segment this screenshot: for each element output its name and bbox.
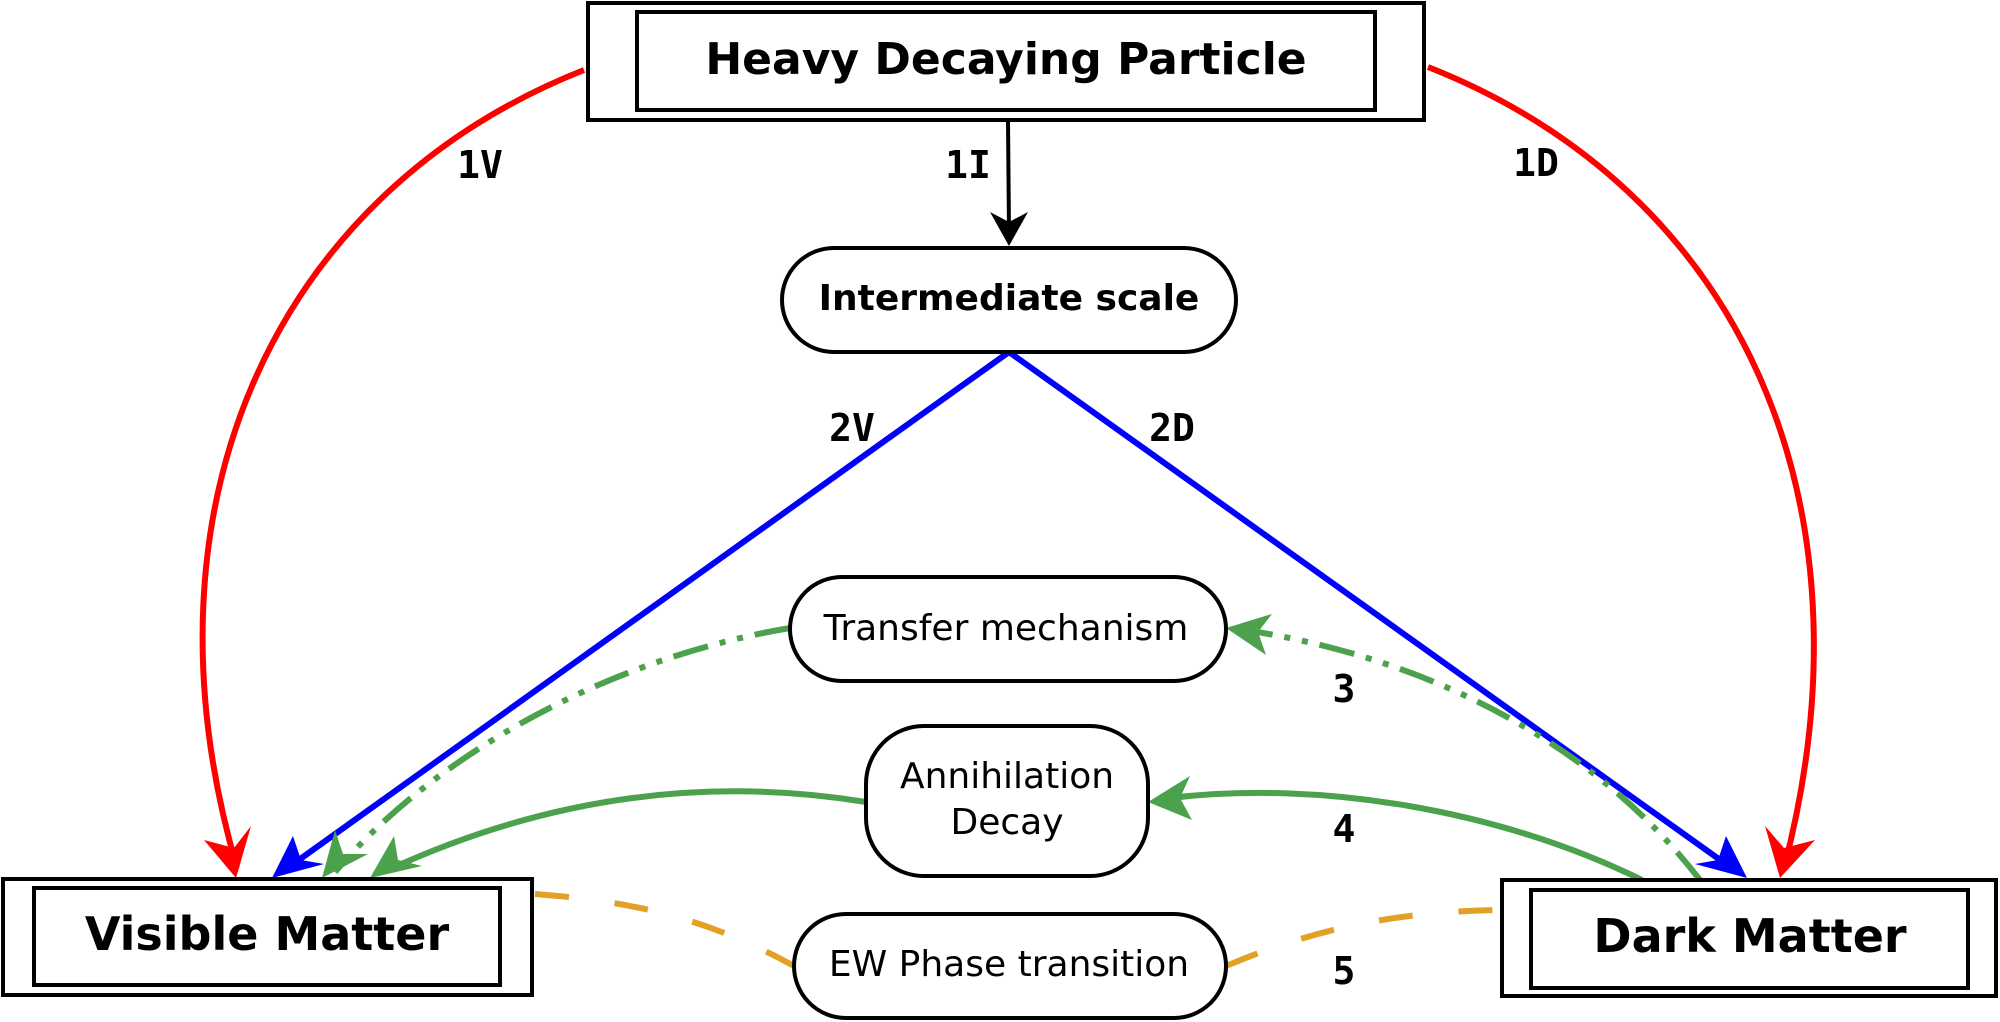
annihilation-label-line1: Annihilation: [900, 756, 1114, 797]
edge-4-visible-arrowhead: [370, 836, 422, 878]
edge-label-4: 4: [1333, 807, 1356, 851]
edge-3-dark-to-transfer: [1244, 627, 1703, 882]
edge-2d-arrowhead: [1695, 836, 1747, 878]
node-transfer-mechanism: Transfer mechanism: [788, 575, 1228, 683]
edge-label-2d: 2D: [1149, 406, 1195, 450]
edge-4-dark-to-annihilation: [1169, 789, 1644, 883]
edge-1v-arrowhead: [204, 826, 251, 878]
node-annihilation-decay: Annihilation Decay: [864, 724, 1150, 878]
edge-label-3: 3: [1333, 667, 1356, 711]
edge-5-visible-to-ew: [534, 891, 796, 969]
node-ew-phase-transition: EW Phase transition: [792, 912, 1228, 1020]
edge-1d-arrow: [1426, 64, 1817, 869]
ew-label: EW Phase transition: [829, 944, 1189, 985]
node-intermediate-scale: Intermediate scale: [780, 246, 1238, 354]
edge-4-annihilation-to-visible: [386, 788, 867, 873]
edge-label-1v: 1V: [457, 143, 503, 187]
edge-4-annihilation-arrowhead: [1148, 776, 1192, 820]
edge-label-1d: 1D: [1513, 141, 1559, 185]
edge-3-transfer-arrowhead: [1226, 614, 1272, 655]
edge-3-visible-arrowhead: [322, 830, 368, 878]
edge-2v-arrow: [280, 349, 1011, 875]
edge-label-5: 5: [1333, 949, 1356, 993]
edge-2d-arrow: [1007, 349, 1739, 875]
annihilation-label-line2: Decay: [950, 802, 1063, 843]
intermediate-label: Intermediate scale: [819, 278, 1200, 319]
node-visible-matter: Visible Matter: [1, 877, 534, 997]
edge-1i-arrow: [1006, 119, 1011, 233]
edge-2v-arrowhead: [272, 836, 324, 878]
visible-label: Visible Matter: [85, 907, 450, 961]
heavy-label: Heavy Decaying Particle: [705, 34, 1306, 85]
edge-3-transfer-to-visible: [332, 625, 791, 874]
dark-label: Dark Matter: [1593, 909, 1907, 963]
transfer-label: Transfer mechanism: [823, 608, 1189, 649]
edge-1d-arrowhead: [1765, 826, 1815, 878]
node-heavy-decaying-particle: Heavy Decaying Particle: [586, 1, 1426, 122]
edge-1i-arrowhead: [990, 212, 1028, 246]
edge-1v-arrow: [199, 67, 586, 869]
edge-label-2v: 2V: [829, 406, 875, 450]
node-dark-matter: Dark Matter: [1500, 878, 1998, 998]
edge-label-1i: 1I: [945, 143, 991, 187]
edge-5-ew-to-dark: [1224, 907, 1498, 969]
